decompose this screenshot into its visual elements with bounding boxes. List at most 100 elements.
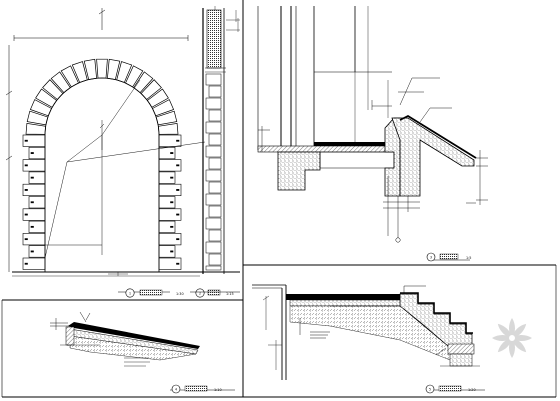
section-cap-topping [399, 114, 477, 159]
side-marker-label: 2 [199, 292, 201, 296]
arch-left-dimension [5, 45, 13, 272]
jamb-joint-mark [170, 225, 174, 228]
section-footing [277, 151, 321, 191]
side-block [205, 241, 222, 254]
section-title-strip: 3 1:5 [426, 252, 471, 262]
slope-title-strip: 4 1:10 [170, 384, 235, 394]
side-block [205, 145, 222, 158]
side-block [208, 205, 222, 218]
slope-scale-label: 1:10 [214, 388, 222, 392]
side-block [208, 133, 222, 146]
slope-marker-label: 4 [175, 388, 177, 392]
watermark-petal [497, 338, 512, 353]
steps-marker-label: 5 [429, 388, 431, 392]
side-block [208, 181, 222, 194]
steps-title-strip: 5 1:20 [425, 384, 485, 394]
steps-section-view: 5 1:20 [252, 284, 485, 394]
jamb-joint-mark [176, 213, 180, 216]
jamb-joint-mark [30, 201, 34, 204]
arch-title-block [139, 289, 163, 296]
jamb-joint-mark [24, 238, 28, 241]
side-block [205, 73, 222, 86]
watermark-petal [497, 323, 512, 338]
steps-top-slab [286, 294, 410, 300]
section-finish-layer [314, 142, 394, 146]
side-block [205, 169, 222, 182]
jamb-joint-mark [24, 189, 28, 191]
arch-elevation-view: 1 1:30 2 1:15 [5, 6, 240, 298]
steps-sloped-base [330, 305, 456, 353]
voussoir-stone [25, 122, 47, 135]
right-jamb-masonry [158, 134, 182, 270]
slope-earth-fill [69, 335, 197, 361]
side-block [208, 157, 222, 170]
side-block [205, 193, 222, 206]
slope-detail-view: 4 1:10 [50, 311, 235, 394]
arch-scale-label: 1:30 [176, 292, 184, 296]
side-scale-label: 1:15 [226, 292, 234, 296]
side-section-column [202, 6, 240, 274]
section-scale-label: 1:5 [466, 256, 471, 260]
arch-title-strip: 1 1:30 2 1:15 [118, 288, 240, 298]
jamb-joint-mark [176, 189, 180, 191]
watermark-petal [509, 338, 515, 358]
jamb-joint-mark [176, 238, 180, 241]
side-block [205, 97, 222, 110]
jamb-joint-mark [30, 176, 34, 179]
section-annotation-leaders [258, 77, 488, 238]
jamb-joint-mark [24, 213, 28, 216]
steps-tread-finish [400, 292, 473, 334]
side-block [208, 109, 222, 122]
arch-top-dimension [13, 8, 189, 41]
jamb-joint-mark [30, 225, 34, 228]
watermark-petal [509, 318, 515, 338]
steps-scale-label: 1:20 [468, 388, 476, 392]
watermark-petal-icon [492, 318, 532, 358]
jamb-joint-mark [24, 139, 28, 142]
voussoir-stone [157, 122, 179, 135]
jamb-joint-mark [170, 250, 174, 253]
jamb-joint-mark [170, 201, 174, 204]
watermark-petal [512, 338, 527, 353]
jamb-joint-mark [24, 164, 28, 167]
side-block [205, 217, 222, 230]
jamb-joint-mark [170, 176, 174, 179]
arch-opening-outline [44, 77, 160, 272]
watermark-center [509, 335, 515, 341]
jamb-joint-mark [176, 262, 180, 265]
voussoir-stone [96, 58, 108, 79]
section-wall-lines [257, 6, 392, 150]
jamb-joint-mark [176, 139, 180, 142]
side-block [208, 253, 222, 266]
section-axis-marker [395, 237, 401, 243]
steps-footing [449, 353, 473, 367]
side-block [205, 265, 222, 271]
steps-wall-lines [252, 284, 287, 380]
jamb-joint-mark [176, 164, 180, 167]
left-jamb-masonry [22, 134, 46, 270]
side-block [208, 85, 222, 98]
jamb-joint-mark [30, 152, 34, 154]
side-block [208, 229, 222, 242]
watermark-petal [492, 335, 512, 341]
section-floor-slab [257, 145, 395, 153]
arch-marker-label: 1 [129, 292, 131, 296]
jamb-joint-mark [170, 152, 174, 154]
arch-construction-lines [44, 79, 206, 259]
section-sloped-cap [391, 117, 475, 197]
slope-cap-layer [68, 322, 200, 349]
side-section-blocks [205, 73, 222, 271]
jamb-joint-mark [30, 250, 34, 253]
watermark-logo [492, 318, 532, 358]
slope-notes [124, 357, 150, 367]
section-marker-label: 3 [430, 256, 432, 260]
section-step-base [319, 151, 395, 169]
steps-landing [447, 343, 475, 355]
side-block [205, 121, 222, 134]
watermark-petal [512, 323, 527, 338]
slope-footing [65, 326, 75, 346]
steps-leaders [299, 285, 447, 356]
steps-top-layer [289, 299, 411, 307]
